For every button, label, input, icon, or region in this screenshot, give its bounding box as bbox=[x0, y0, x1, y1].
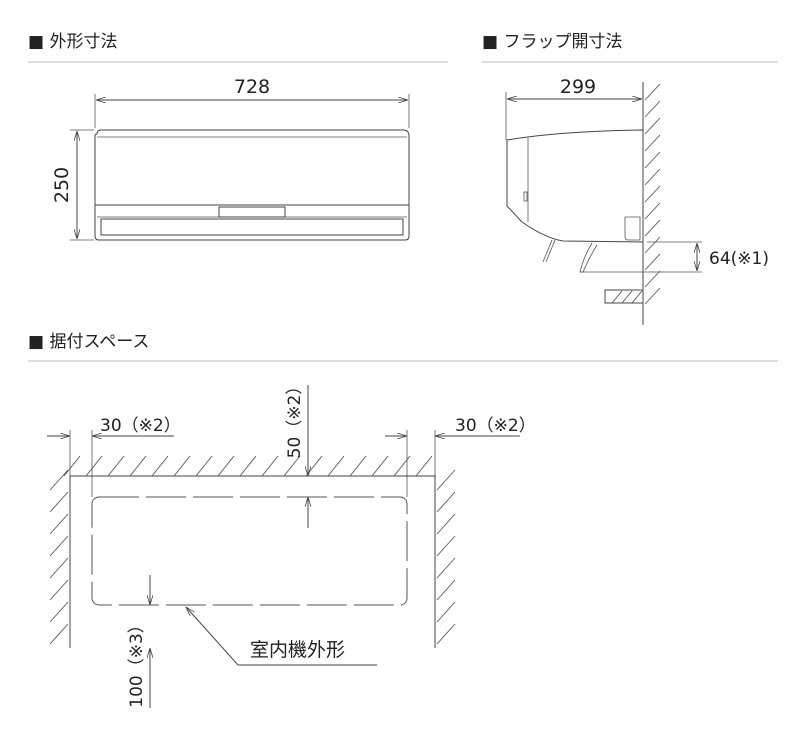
hatch-mark bbox=[644, 270, 661, 288]
top-clearance-value: 50（※2） bbox=[285, 378, 305, 459]
hatch-mark bbox=[49, 513, 69, 535]
hatch-mark bbox=[129, 455, 147, 477]
hatch-mark bbox=[644, 202, 661, 220]
hatch-mark bbox=[436, 491, 456, 513]
unit-outline-label: 室内機外形 bbox=[250, 639, 345, 661]
hatch-mark bbox=[349, 455, 367, 477]
hatch-mark bbox=[644, 117, 661, 135]
right-clearance-value: 30（※2） bbox=[455, 416, 536, 436]
hatch-mark bbox=[49, 469, 69, 491]
hatch-mark bbox=[644, 287, 661, 305]
hatch-mark bbox=[49, 557, 69, 579]
height-value: 250 bbox=[51, 167, 73, 203]
hatch-mark bbox=[436, 469, 456, 491]
depth-value: 299 bbox=[560, 76, 596, 98]
hatch-mark bbox=[644, 151, 661, 169]
hatch-mark bbox=[644, 236, 661, 254]
hatch-mark bbox=[283, 455, 301, 477]
hatch-mark bbox=[415, 455, 433, 477]
hatch-mark bbox=[107, 455, 125, 477]
hatch-mark bbox=[49, 601, 69, 623]
section-title-installation-space: ■ 据付スペース bbox=[28, 332, 149, 352]
hatch-mark bbox=[644, 100, 661, 118]
hatch-mark bbox=[85, 455, 103, 477]
hatch-mark bbox=[436, 513, 456, 535]
hatch-mark bbox=[261, 455, 279, 477]
hatch-mark bbox=[436, 623, 456, 645]
hatch-mark bbox=[371, 455, 389, 477]
hatch-mark bbox=[393, 455, 411, 477]
hatch-mark bbox=[436, 535, 456, 557]
hatch-mark bbox=[217, 455, 235, 477]
hatch-mark bbox=[195, 455, 213, 477]
hatch-mark bbox=[151, 455, 169, 477]
front-view-drawing: 728 250 bbox=[51, 76, 410, 241]
hatch-mark bbox=[436, 557, 456, 579]
installation-space-drawing: 30（※2） 30（※2） 50（※2） 100（※3） 室内機外形 bbox=[47, 378, 536, 708]
side-view-drawing: 299 64(※1) bbox=[505, 76, 769, 325]
hatch-mark bbox=[63, 455, 81, 477]
hatch-mark bbox=[239, 455, 257, 477]
hatch-mark bbox=[644, 185, 661, 203]
section-title-outer-dimensions: ■ 外形寸法 bbox=[28, 32, 117, 52]
hatch-mark bbox=[173, 455, 191, 477]
bottom-clearance-value: 100（※3） bbox=[127, 616, 147, 708]
hatch-mark bbox=[49, 623, 69, 645]
hatch-mark bbox=[436, 579, 456, 601]
unit-outline bbox=[91, 496, 408, 606]
left-clearance-value: 30（※2） bbox=[100, 416, 181, 436]
hatch-mark bbox=[49, 491, 69, 513]
width-value: 728 bbox=[234, 76, 270, 98]
hatch-mark bbox=[327, 455, 345, 477]
hatch-mark bbox=[644, 219, 661, 237]
flap-drop-value: 64(※1) bbox=[709, 249, 769, 269]
hatch-mark bbox=[644, 83, 661, 101]
hatch-mark bbox=[49, 579, 69, 601]
section-title-flap-open: ■ フラップ開寸法 bbox=[482, 32, 622, 52]
hatch-mark bbox=[644, 253, 661, 271]
hatch-mark bbox=[436, 601, 456, 623]
hatch-mark bbox=[644, 134, 661, 152]
hatch-mark bbox=[49, 535, 69, 557]
hatch-mark bbox=[644, 168, 661, 186]
